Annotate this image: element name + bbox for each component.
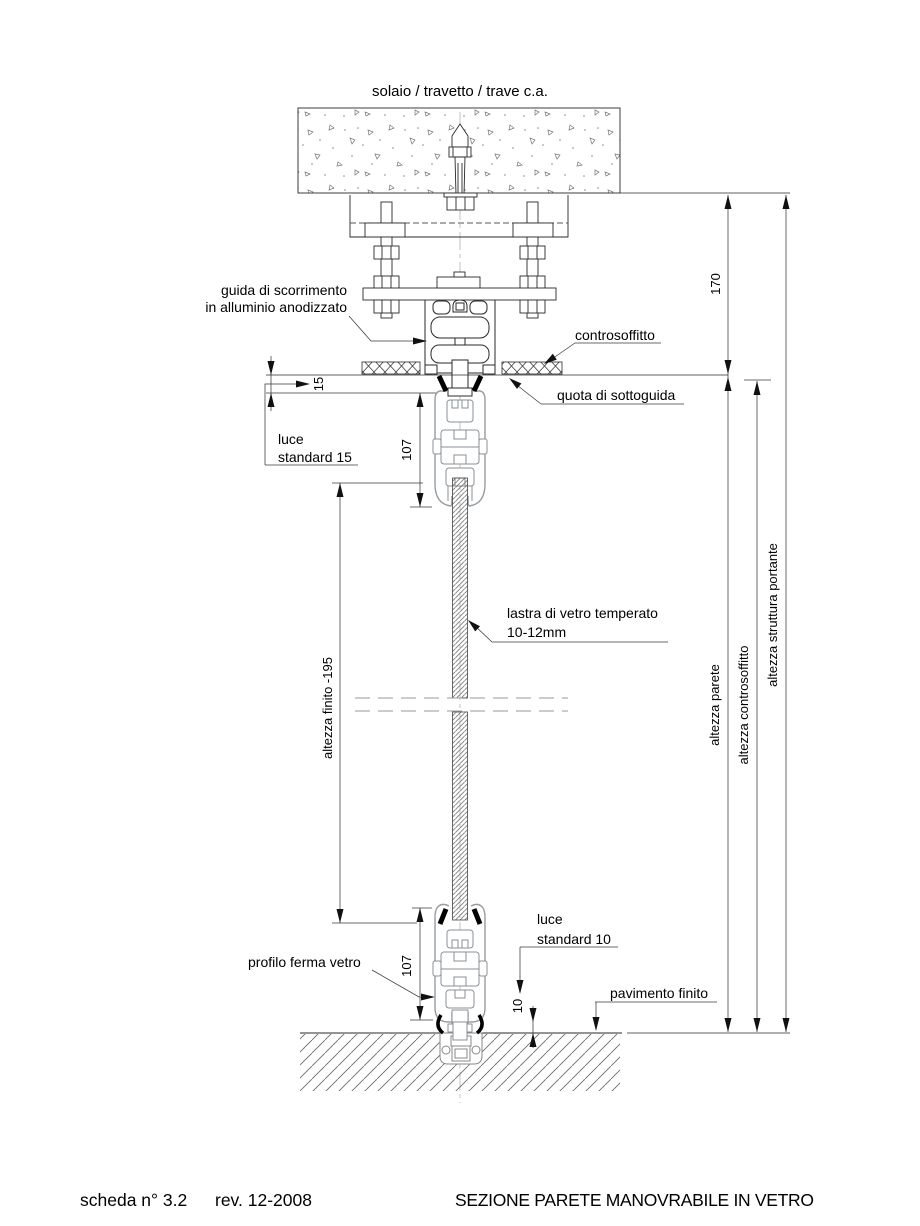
dim-profile-bottom: 107 bbox=[399, 955, 414, 977]
floor-seal-arcs bbox=[436, 1014, 484, 1035]
footer-revision: rev. 12-2008 bbox=[215, 1190, 312, 1210]
support-plate bbox=[362, 271, 557, 314]
leader-arrows bbox=[296, 337, 600, 1031]
label-luce-bottom-line2: standard 10 bbox=[537, 931, 611, 947]
footer: scheda n° 3.2 rev. 12-2008 SEZIONE PARET… bbox=[80, 1190, 814, 1210]
label-controsoffitto: controsoffitto bbox=[575, 327, 655, 343]
floor bbox=[300, 1032, 790, 1091]
label-pavimento-finito: pavimento finito bbox=[610, 985, 708, 1001]
bottom-seal-wedges bbox=[437, 908, 483, 925]
dim-profile-top: 107 bbox=[399, 439, 414, 461]
dimension-arrows-left bbox=[267, 361, 537, 1047]
false-ceiling bbox=[266, 361, 728, 394]
concrete-slab bbox=[297, 107, 790, 194]
dimension-arrows-right bbox=[724, 195, 790, 1032]
top-clamp-profile bbox=[432, 390, 488, 507]
label-guida-line2: in alluminio anodizzato bbox=[205, 299, 347, 315]
top-seal-wedges bbox=[436, 374, 484, 393]
break-lines bbox=[355, 697, 568, 712]
label-profilo-ferma-vetro: profilo ferma vetro bbox=[248, 954, 361, 970]
dim-structure-height: altezza struttura portante bbox=[765, 543, 780, 687]
sliding-guide-profile bbox=[424, 296, 496, 397]
dim-glass-height: altezza finito -195 bbox=[320, 657, 335, 759]
label-guida-line1: guida di scorrimento bbox=[221, 282, 347, 298]
dim-structure-offset: 170 bbox=[708, 273, 723, 295]
dim-gap-top: 15 bbox=[311, 377, 326, 391]
dimensions-right bbox=[727, 195, 787, 1032]
slab-label: solaio / travetto / trave c.a. bbox=[372, 83, 548, 100]
label-lastra-line1: lastra di vetro temperato bbox=[507, 605, 658, 621]
dim-gap-bottom: 10 bbox=[510, 999, 525, 1013]
footer-title: SEZIONE PARETE MANOVRABILE IN VETRO bbox=[455, 1190, 814, 1210]
label-quota-sottoguida: quota di sottoguida bbox=[557, 387, 676, 403]
label-luce-bottom-line1: luce bbox=[537, 911, 563, 927]
dim-wall-height: altezza parete bbox=[707, 664, 722, 746]
label-luce-top-line2: standard 15 bbox=[278, 449, 352, 465]
label-luce-top-line1: luce bbox=[278, 431, 304, 447]
anchor-bolt bbox=[443, 123, 478, 211]
floor-socket bbox=[439, 1021, 483, 1065]
footer-sheet-number: scheda n° 3.2 bbox=[80, 1190, 187, 1210]
label-lastra-line2: 10-12mm bbox=[507, 624, 566, 640]
glass-pane bbox=[355, 477, 568, 921]
hanger-bracket bbox=[349, 195, 569, 319]
dim-ceiling-height: altezza controsoffitto bbox=[736, 646, 751, 765]
